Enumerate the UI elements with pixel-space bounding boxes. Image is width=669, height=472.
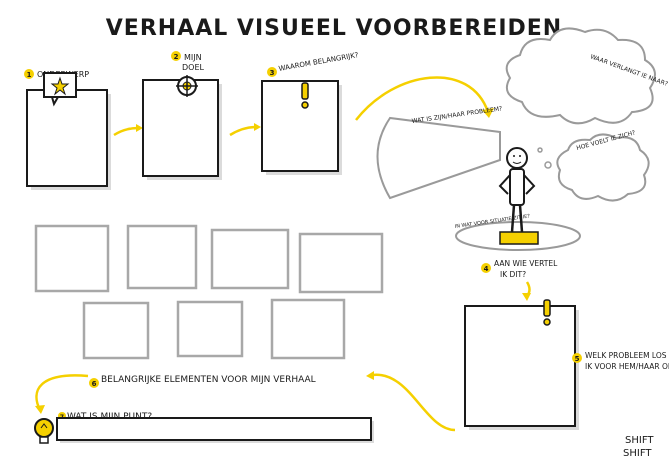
speech-bubble-star-icon [43,72,77,107]
step-2: 2 MIJN DOEL [142,51,222,180]
step-4-label-line1: AAN WIE VERTEL [494,259,558,268]
arrow-2-3 [229,125,257,137]
badge-1-number: 1 [27,71,32,79]
thought-dot [537,147,543,153]
persona-area: WAT IS ZIJN/HAAR PROBLEEM? WAAR VERLANGT… [376,27,669,251]
pedestal [499,231,539,245]
arrow-6-7-head [35,405,45,414]
card-3[interactable] [261,80,339,172]
arrow-3-4 [355,76,490,121]
card-5[interactable] [464,305,576,427]
badge-4 [481,263,491,273]
arrow-3-4-head [482,108,494,118]
exclamation-icon [543,299,551,326]
lightbulb-icon [34,418,54,444]
element-box[interactable] [176,300,244,358]
person-figure [498,147,536,233]
step-7: 7 WAT IS MIJN PUNT? [34,412,374,444]
step-3-label: WAAROM BELANGRIJK? [278,51,359,73]
badge-2 [171,51,181,61]
arrow-5-6 [371,373,456,432]
step-5-label-line1: WELK PROBLEEM LOS [585,351,667,360]
elements-grid [34,224,384,360]
element-box[interactable] [34,224,110,293]
page-title: VERHAAL VISUEEL VOORBEREIDEN [106,16,562,41]
badge-5 [572,353,582,363]
step-6-label: BELANGRIJKE ELEMENTEN VOOR MIJN VERHAAL [101,375,316,385]
step-5: 5 WELK PROBLEEM LOS IK VOOR HEM/HAAR OP? [464,299,669,430]
badge-2-number: 2 [174,53,179,61]
badge-3-number: 3 [270,69,275,77]
element-box[interactable] [270,298,346,360]
arrow-5-6-head [366,371,374,380]
arrow-2-3-head [254,123,261,131]
arrow-6-7 [35,374,89,411]
problem-bubble[interactable] [376,116,501,200]
badge-3 [267,67,277,77]
exclamation-icon [301,82,309,109]
badge-4-number: 4 [484,265,489,273]
element-box[interactable] [82,301,150,360]
brand-line1: SHIFT [625,435,654,446]
badge-6 [89,378,99,388]
point-input[interactable] [56,417,372,441]
step-5-label-line2: IK VOOR HEM/HAAR OP? [585,362,669,371]
thought-dot [544,161,552,169]
step-3: 3 WAAROM BELANGRIJK? [261,51,359,175]
step-4: 4 AAN WIE VERTEL IK DIT? [481,259,558,279]
wants-cloud[interactable] [505,27,656,125]
card-2[interactable] [142,79,219,177]
arrow-1-2-head [136,124,143,132]
step-1: 1 ONDERWERP [24,69,111,190]
step-2-label-line2: DOEL [182,63,205,72]
arrow-1-2 [113,126,139,137]
element-box[interactable] [210,228,290,290]
arrow-4-5-head [522,293,531,301]
badge-5-number: 5 [575,355,580,363]
brand-logo: SHIFT SHIFT [623,435,654,459]
target-icon [176,75,198,97]
feels-cloud[interactable] [556,133,650,202]
step-2-label-line1: MIJN [184,53,202,62]
brand-line2: SHIFT [623,448,652,459]
step-6: 6 BELANGRIJKE ELEMENTEN VOOR MIJN VERHAA… [89,375,316,388]
step-4-label-line2: IK DIT? [500,270,526,279]
badge-6-number: 6 [92,380,97,388]
situation-ring[interactable] [455,221,581,251]
element-box[interactable] [126,224,198,290]
card-1[interactable] [26,89,108,187]
element-box[interactable] [298,232,384,294]
badge-1 [24,69,34,79]
